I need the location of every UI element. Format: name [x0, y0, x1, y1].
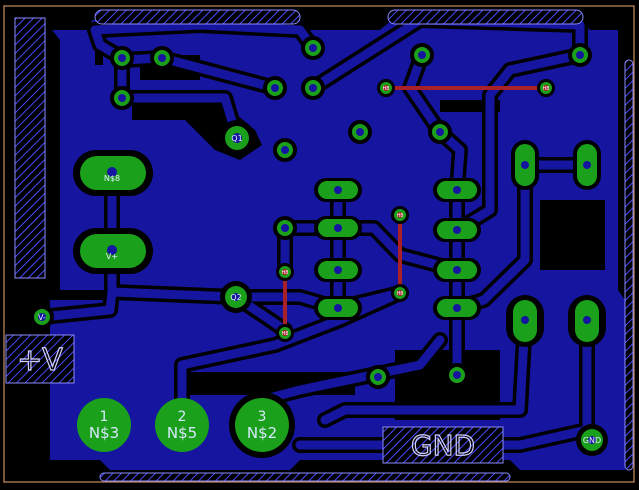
via: H8	[276, 324, 294, 342]
oval-pad	[314, 178, 362, 202]
svg-text:GND: GND	[583, 436, 601, 445]
via: H8	[377, 79, 395, 97]
svg-text:Q1: Q1	[231, 134, 242, 143]
svg-text:N$2: N$2	[247, 424, 277, 442]
oval-pad	[314, 216, 362, 240]
oval-pad-vertical	[511, 140, 539, 190]
oval-pad-vertical	[568, 295, 606, 347]
oval-pad	[433, 296, 481, 320]
connector-pad-2: 2 N$5	[155, 398, 209, 452]
connector-pad-1: 1 N$3	[77, 398, 131, 452]
svg-text:H8: H8	[282, 270, 289, 276]
oval-pad-vertical	[506, 295, 544, 347]
hatched-areas	[5, 9, 634, 482]
oval-pad	[433, 218, 481, 242]
octagon-holes	[38, 44, 584, 381]
pad-q1: Q1	[219, 120, 255, 156]
plus-v-silk: +V	[17, 343, 63, 378]
oval-pads	[314, 140, 606, 347]
svg-text:H8: H8	[543, 86, 550, 92]
pad-vplus: V+	[73, 228, 153, 274]
svg-text:Q2: Q2	[230, 293, 241, 302]
gnd-silk: GND	[411, 429, 475, 462]
svg-text:N$8: N$8	[104, 174, 120, 183]
oval-pad	[433, 258, 481, 282]
svg-text:V+: V+	[106, 252, 118, 261]
pad-q2: Q2	[220, 281, 252, 313]
oval-pad	[433, 178, 481, 202]
svg-text:2: 2	[178, 409, 187, 425]
svg-text:H8: H8	[397, 213, 404, 219]
via: H8	[391, 284, 409, 302]
vias: H8 H8 H8 H8 H8 H8	[276, 79, 555, 342]
svg-text:N$3: N$3	[89, 424, 119, 442]
pad-gnd: GND	[576, 424, 608, 456]
oval-pad	[314, 258, 362, 282]
connector-pad-3: 3 N$2	[229, 392, 295, 458]
svg-text:1: 1	[100, 409, 109, 425]
board-outline	[3, 5, 635, 483]
svg-text:N$5: N$5	[167, 424, 197, 442]
svg-text:3: 3	[258, 409, 267, 425]
via: H8	[391, 206, 409, 224]
oval-pad-vertical	[573, 140, 601, 190]
vminus-label: V-	[38, 313, 46, 322]
svg-text:H8: H8	[397, 291, 404, 297]
oval-pad	[314, 296, 362, 320]
via: H8	[537, 79, 555, 97]
via: H8	[276, 263, 294, 281]
svg-text:H8: H8	[383, 86, 390, 92]
top-traces	[283, 86, 546, 333]
pad-n8: N$8	[73, 150, 153, 196]
svg-text:H8: H8	[282, 331, 289, 337]
